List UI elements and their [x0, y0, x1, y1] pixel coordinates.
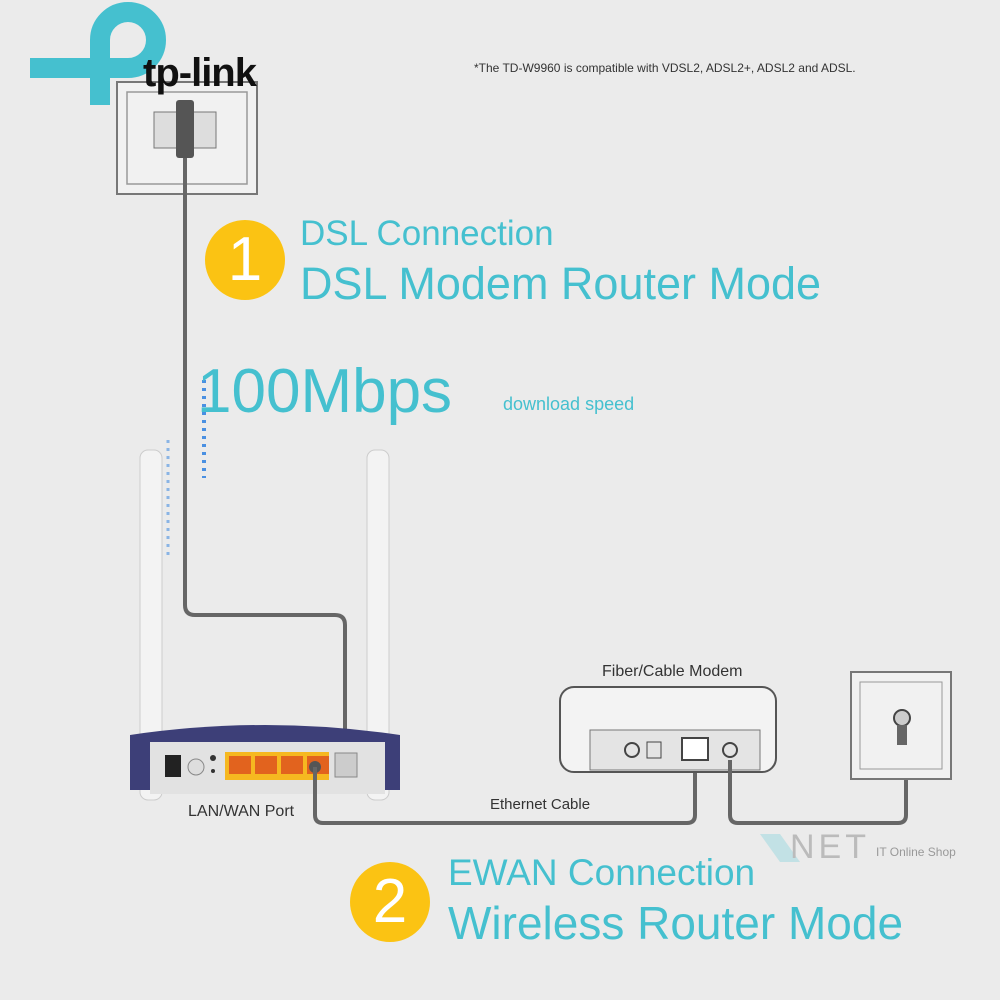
router-icon [130, 449, 400, 801]
fiber-cable-modem-icon [559, 686, 777, 773]
ethernet-cable [313, 767, 697, 825]
speed-label: download speed [503, 394, 635, 414]
ethernet-cable-label: Ethernet Cable [490, 796, 591, 813]
mode-1-badge: 1 [205, 220, 285, 300]
compatibility-note: *The TD-W9960 is compatible with VDSL2, … [474, 61, 856, 75]
coax-cable [728, 730, 908, 825]
lan-wan-port-label: LAN/WAN Port [188, 803, 295, 820]
tp-link-logo-icon [30, 2, 166, 105]
speed-value: 100Mbps [197, 357, 453, 426]
mode-2-subtitle: EWAN Connection [448, 852, 756, 893]
watermark-mark-icon [760, 834, 800, 862]
mode-2-badge: 2 [350, 862, 430, 942]
mode-1-subtitle: DSL Connection [300, 214, 554, 253]
mode-2-title: Wireless Router Mode [448, 897, 904, 949]
watermark-name: NET [790, 828, 870, 866]
tp-link-logo-text: tp-link [143, 51, 257, 95]
mode-1-title: DSL Modem Router Mode [300, 258, 822, 309]
dsl-cable [183, 158, 347, 760]
coax-wall-socket-icon [850, 671, 952, 780]
modem-label: Fiber/Cable Modem [602, 663, 743, 680]
watermark-tagline: IT Online Shop [876, 845, 956, 859]
